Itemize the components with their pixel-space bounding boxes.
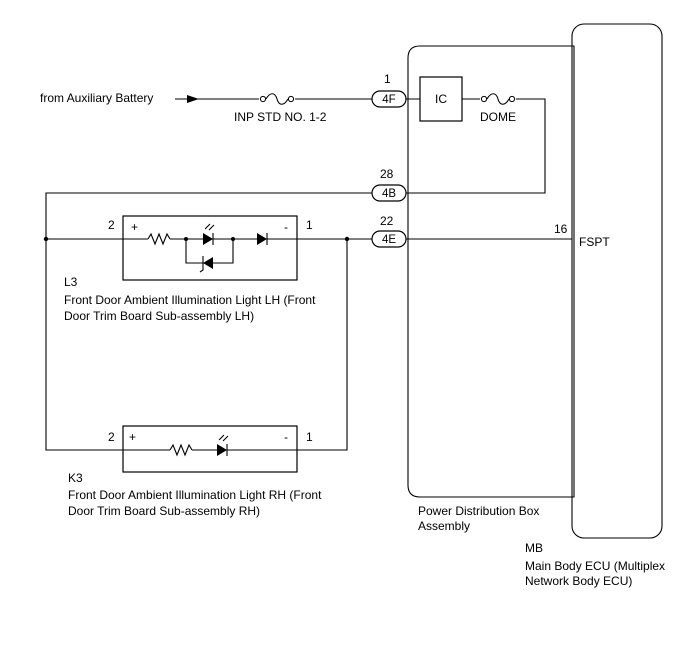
- light-lh-pin-right: 1: [306, 218, 313, 232]
- light-lh-name-2: Door Trim Board Sub-assembly LH): [64, 309, 254, 323]
- light-rh-circuit: [123, 434, 297, 457]
- fuse-dome-label: DOME: [480, 110, 516, 124]
- connector-4e-pin: 22: [380, 214, 394, 228]
- ecu-name-1: Main Body ECU (Multiplex: [525, 559, 665, 573]
- fuse-inp-std-icon: [259, 93, 295, 105]
- source-arrow-icon: [187, 95, 199, 103]
- power-box-name-2: Assembly: [418, 519, 470, 533]
- fuse-dome-icon: [480, 93, 516, 105]
- light-lh-plus: +: [131, 220, 138, 234]
- junction-dot: [43, 236, 49, 242]
- light-rh-name-2: Door Trim Board Sub-assembly RH): [68, 504, 260, 518]
- svg-text:4F: 4F: [382, 94, 395, 106]
- light-lh-code: L3: [64, 275, 78, 289]
- 4b-feed-wire: [45, 192, 372, 451]
- light-lh-minus: -: [284, 220, 288, 234]
- light-rh-pin-right: 1: [306, 430, 313, 444]
- light-lh-name-1: Front Door Ambient Illumination Light LH…: [64, 293, 316, 307]
- light-lh-pin-left: 2: [108, 218, 115, 232]
- connector-4f: 4F: [371, 90, 407, 108]
- svg-text:4B: 4B: [382, 188, 396, 200]
- led-icon: [217, 444, 227, 456]
- led-icon: [203, 233, 213, 245]
- ecu-code: MB: [525, 541, 543, 555]
- main-body-ecu-outline: [571, 23, 663, 539]
- light-lh-circuit: [123, 223, 297, 273]
- light-lh-box: [122, 215, 298, 281]
- zener-diode-icon: [203, 257, 213, 269]
- fuse-inp-std-label: INP STD NO. 1-2: [234, 110, 327, 124]
- light-rh-pin-left: 2: [108, 430, 115, 444]
- light-rh-plus: +: [129, 430, 136, 444]
- power-box-name-1: Power Distribution Box: [418, 504, 539, 518]
- junction-dot: [344, 236, 350, 242]
- light-rh-code: K3: [68, 471, 83, 485]
- connector-4e: 4E: [371, 230, 407, 248]
- ecu-name-2: Network Body ECU): [525, 574, 632, 588]
- source-label: from Auxiliary Battery: [40, 91, 153, 105]
- power-distribution-box-outline: [407, 45, 575, 498]
- light-rh-minus: -: [284, 430, 288, 444]
- connector-4f-pin: 1: [384, 72, 391, 86]
- ecu-pin-name: FSPT: [579, 235, 610, 249]
- diode-icon: [257, 233, 267, 245]
- ic-label: IC: [435, 92, 447, 106]
- connector-4b-pin: 28: [380, 167, 394, 181]
- ecu-pin-number: 16: [554, 222, 568, 236]
- connector-4b: 4B: [371, 184, 407, 202]
- svg-text:4E: 4E: [382, 234, 396, 246]
- light-rh-box: [122, 425, 298, 473]
- resistor-icon: [169, 443, 193, 457]
- light-rh-name-1: Front Door Ambient Illumination Light RH…: [68, 488, 322, 502]
- resistor-icon: [147, 232, 171, 246]
